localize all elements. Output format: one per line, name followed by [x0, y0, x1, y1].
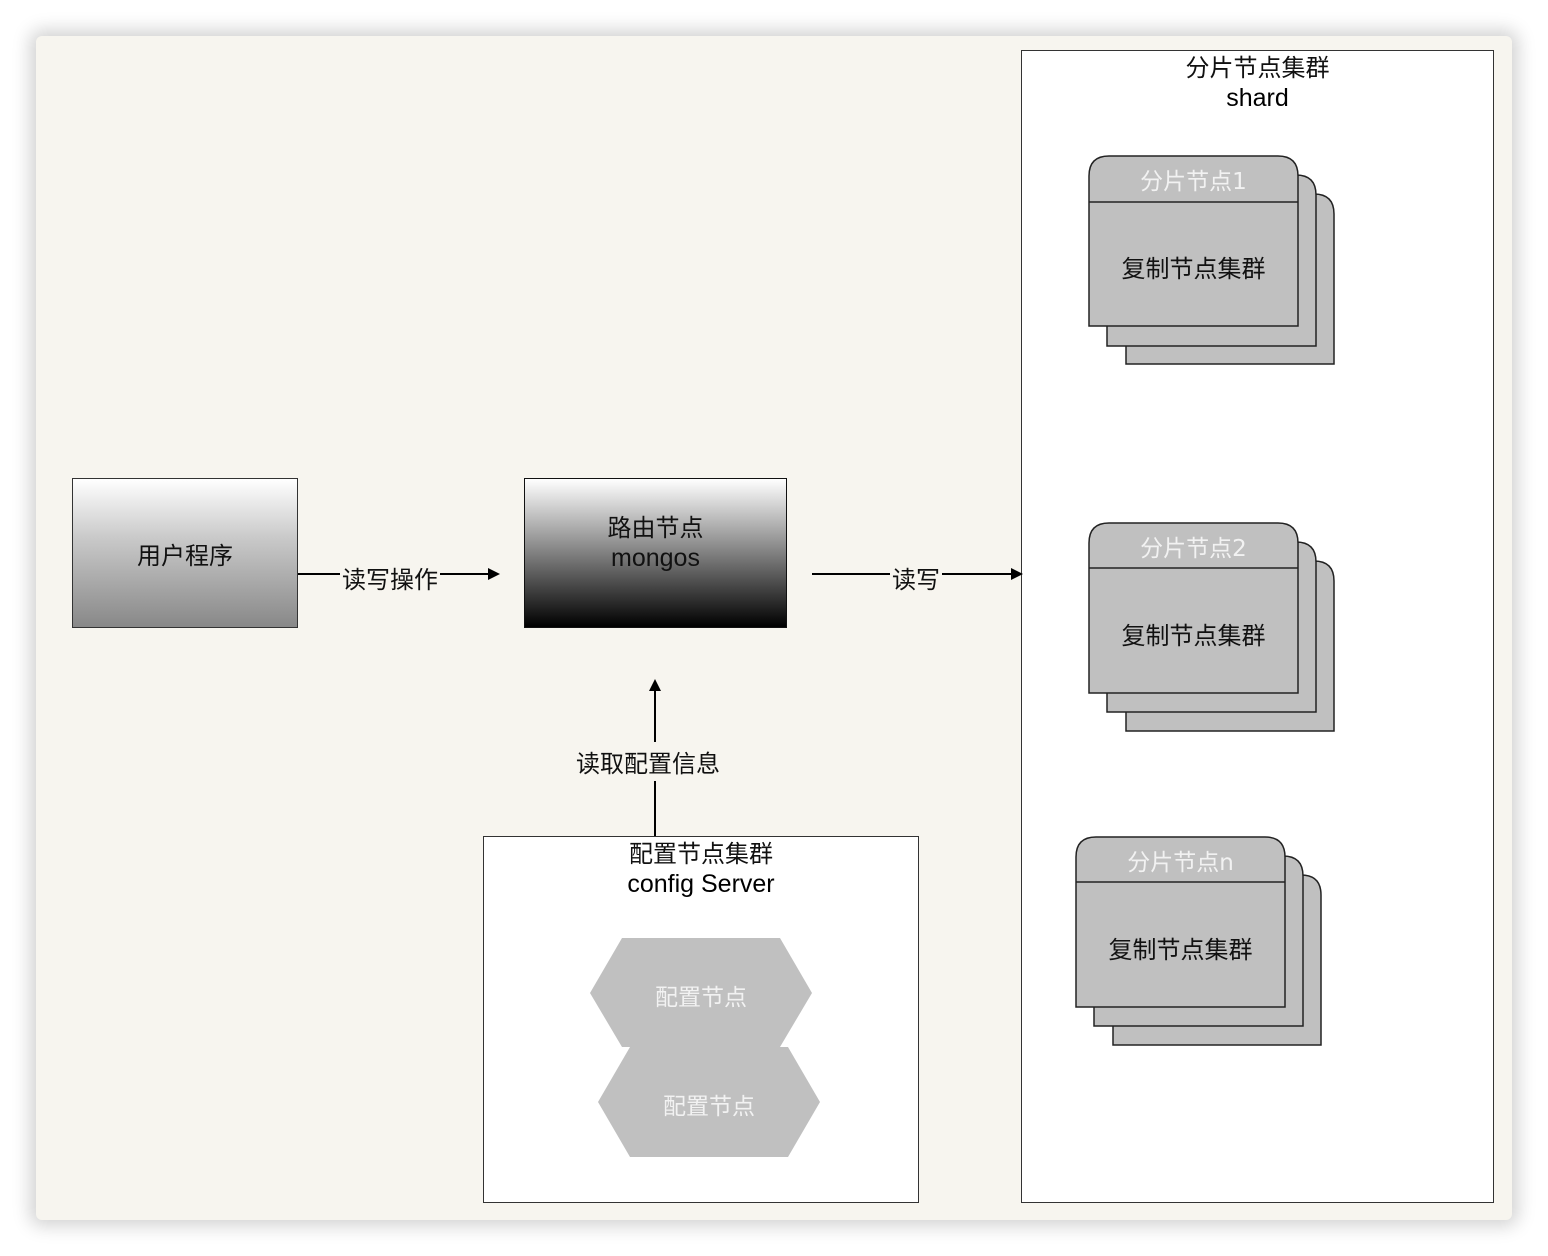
config-node-2-label: 配置节点	[663, 1094, 755, 1120]
shard-node-n	[1075, 836, 1322, 1046]
config-node-1-shape	[590, 938, 812, 1047]
edge-label-read-write: 读写	[890, 560, 942, 595]
shard-node-1-header: 分片节点1	[1140, 169, 1247, 195]
edge-label-read-config: 读取配置信息	[576, 742, 720, 781]
config-cluster-title: 配置节点集群	[629, 840, 773, 868]
mongos-title: 路由节点	[607, 514, 704, 542]
shard-node-n-header: 分片节点n	[1127, 850, 1234, 876]
config-cluster-subtitle: config Server	[627, 870, 775, 898]
user-program-node: 用户程序	[72, 478, 298, 628]
mongos-subtitle: mongos	[611, 544, 700, 572]
shard-node-2-header: 分片节点2	[1140, 536, 1247, 562]
config-node-1-label: 配置节点	[655, 985, 747, 1011]
shard-node-2-body: 复制节点集群	[1121, 622, 1266, 650]
shard-cluster-subtitle: shard	[1226, 84, 1289, 112]
shard-node-n-body: 复制节点集群	[1108, 936, 1253, 964]
shard-node-2	[1088, 522, 1335, 732]
shard-node-1-body: 复制节点集群	[1121, 255, 1266, 283]
edge-label-read-write-op: 读写操作	[340, 560, 440, 595]
user-program-label: 用户程序	[137, 541, 233, 570]
shard-cluster-title: 分片节点集群	[1185, 54, 1330, 82]
mongos-node: 路由节点 mongos	[524, 478, 787, 628]
config-node-2-shape	[598, 1047, 820, 1157]
shard-node-1	[1088, 155, 1335, 365]
